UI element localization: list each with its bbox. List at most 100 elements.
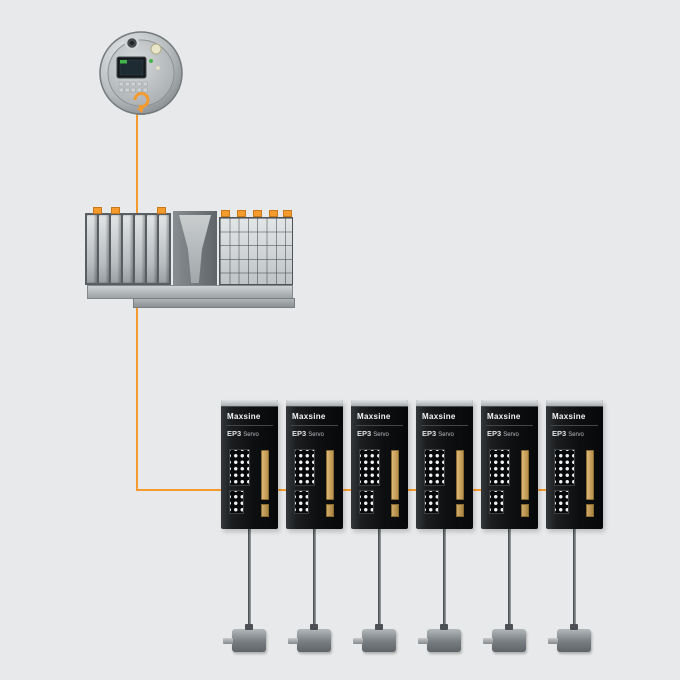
- motor-cable: [573, 529, 576, 632]
- power-terminal-strip: [326, 450, 334, 500]
- io-connector-block: [359, 449, 380, 486]
- orange-latch: [111, 207, 120, 214]
- drive-model-number: EP3: [292, 429, 307, 438]
- orange-latch: [269, 210, 278, 217]
- cable-gland: [505, 624, 513, 630]
- io-terminal: [99, 215, 109, 283]
- io-connector-block: [554, 449, 575, 486]
- encoder-connector-block: [489, 490, 504, 514]
- yellow-led: [156, 66, 160, 70]
- hmi-controller: [98, 30, 184, 116]
- cable-plc-to-drive-bus: [136, 300, 138, 491]
- orange-latch: [283, 210, 292, 217]
- motor-shaft: [548, 638, 558, 644]
- orange-latch: [93, 207, 102, 214]
- drive-model-number: EP3: [552, 429, 567, 438]
- motor-cable: [443, 529, 446, 632]
- servo-motor: [288, 624, 331, 652]
- cable-gland: [310, 624, 318, 630]
- motor-shaft: [483, 638, 493, 644]
- servo-motor: [353, 624, 396, 652]
- terminal-block: [261, 504, 269, 517]
- drive-brand-label: Maxsine: [292, 412, 326, 421]
- plc-io-terminal-slices: [85, 213, 171, 285]
- power-terminal-strip: [521, 450, 529, 500]
- key-switch: [150, 43, 162, 55]
- drive-model-type: Servo: [503, 432, 519, 438]
- servo-motor: [223, 624, 266, 652]
- drive-brand-label: Maxsine: [357, 412, 391, 421]
- orange-latch: [157, 207, 166, 214]
- drive-model-type: Servo: [568, 432, 584, 438]
- motor-cable: [313, 529, 316, 632]
- drive-brand-label: Maxsine: [487, 412, 521, 421]
- terminal-block: [586, 504, 594, 517]
- divider: [486, 425, 533, 426]
- power-terminal-strip: [391, 450, 399, 500]
- motor-shaft: [418, 638, 428, 644]
- drive-top-cap: [416, 400, 473, 407]
- display-status-bar: [120, 60, 127, 64]
- terminal-block: [521, 504, 529, 517]
- servo-motor: [418, 624, 461, 652]
- orange-latch: [237, 210, 246, 217]
- plc-mounting-rail: [87, 285, 293, 299]
- motor-cable: [378, 529, 381, 632]
- plc-base-plate: [133, 298, 295, 308]
- terminal-block: [391, 504, 399, 517]
- estop-center: [130, 41, 134, 45]
- plc-io-station: [85, 205, 301, 315]
- drive-model-number: EP3: [487, 429, 502, 438]
- servo-motor: [548, 624, 591, 652]
- rotary-arrow-icon: [133, 92, 150, 108]
- drive-top-cap: [221, 400, 278, 407]
- drive-model-type: Servo: [308, 432, 324, 438]
- encoder-connector-block: [554, 490, 569, 514]
- encoder-connector-block: [229, 490, 244, 514]
- drive-top-cap: [481, 400, 538, 407]
- keypad: [118, 81, 148, 93]
- power-terminal-strip: [586, 450, 594, 500]
- cable-controller-to-plc: [136, 100, 138, 215]
- orange-latch: [221, 210, 230, 217]
- io-terminal: [147, 215, 157, 283]
- drive-top-cap: [351, 400, 408, 407]
- rotary-arrow-head: [137, 106, 144, 113]
- io-connector-block: [424, 449, 445, 486]
- cable-gland: [440, 624, 448, 630]
- display-screen: [119, 59, 144, 76]
- servo-motor: [483, 624, 526, 652]
- cable-drive-daisy-chain: [136, 489, 562, 491]
- divider: [226, 425, 273, 426]
- orange-latch: [253, 210, 262, 217]
- drive-model-type: Servo: [438, 432, 454, 438]
- io-terminal: [135, 215, 145, 283]
- divider: [421, 425, 468, 426]
- motor-cable: [248, 529, 251, 632]
- drive-brand-label: Maxsine: [552, 412, 586, 421]
- motor-shaft: [288, 638, 298, 644]
- motor-cable: [508, 529, 511, 632]
- io-terminal: [87, 215, 97, 283]
- cable-gland: [245, 624, 253, 630]
- drive-top-cap: [286, 400, 343, 407]
- power-terminal-strip: [456, 450, 464, 500]
- divider: [356, 425, 403, 426]
- drive-model-number: EP3: [227, 429, 242, 438]
- motor-shaft: [223, 638, 233, 644]
- drive-brand-label: Maxsine: [422, 412, 456, 421]
- drive-model-type: Servo: [373, 432, 389, 438]
- encoder-connector-block: [294, 490, 309, 514]
- cable-gland: [375, 624, 383, 630]
- divider: [551, 425, 598, 426]
- io-terminal: [123, 215, 133, 283]
